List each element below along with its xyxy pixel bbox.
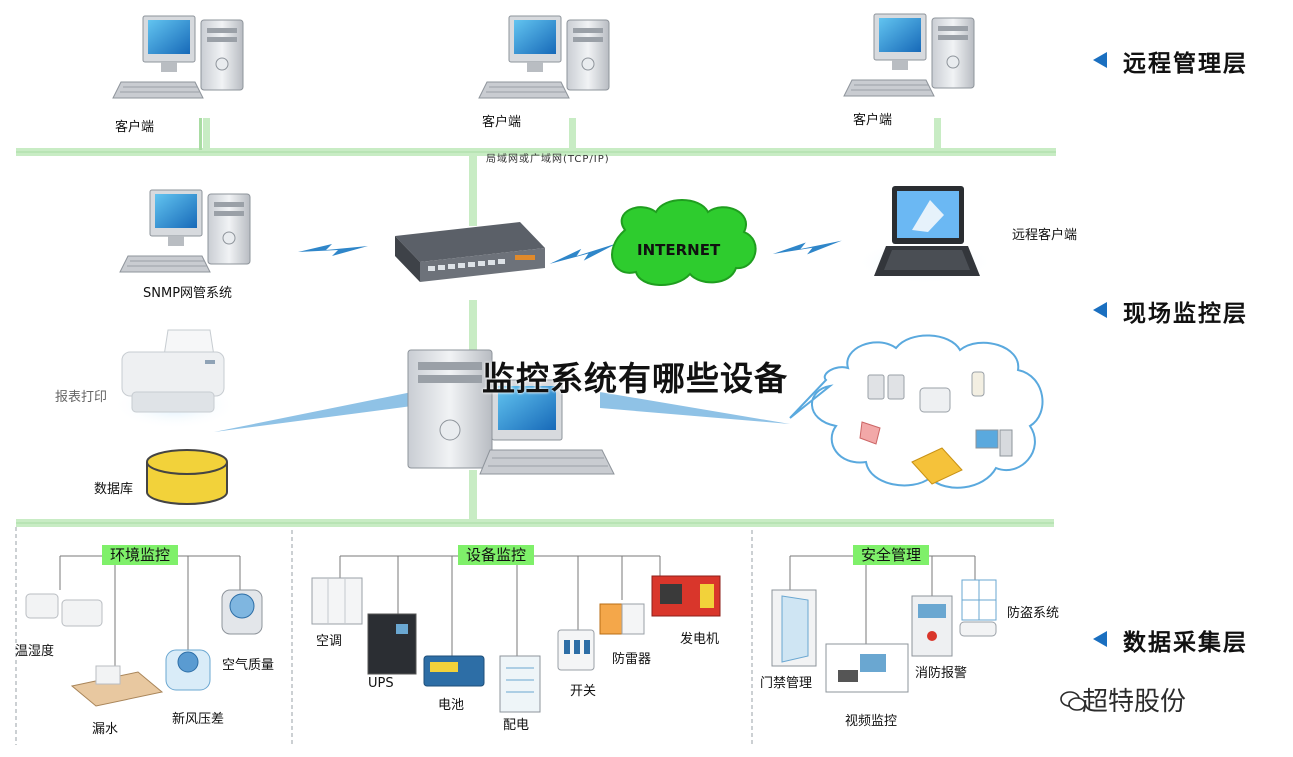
air-quality-sensor-icon [221,589,263,635]
layer-triangle-icon [1093,631,1107,647]
video-label: 视频监控 [845,714,898,729]
arrow-to-cloud-icon [600,392,790,424]
ups-label: UPS [368,676,394,691]
lightning-label: 防雷器 [612,652,652,667]
fire-alarm-panel-icon [911,595,953,657]
laptop-icon [857,186,993,284]
remote-client-label: 远程客户端 [1012,228,1078,243]
generator-icon [651,575,721,617]
burglar-label: 防盗系统 [1007,606,1060,621]
access-label: 门禁管理 [760,676,813,691]
layer-label-site: 现场监控层 [1093,294,1248,328]
lightning-arrester-icon [599,603,645,635]
snmp-computer-icon [119,189,251,273]
generator-label: 发电机 [680,632,720,647]
internet-cloud-icon [611,199,757,287]
link-bolt-snmp-icon [298,244,368,256]
layer-label-data: 数据采集层 [1093,623,1248,657]
power-label: 配电 [503,718,530,733]
group-tag-env: 环境监控 [102,545,179,565]
internet-label: INTERNET [637,241,721,259]
client-label-3: 客户端 [853,113,893,128]
wechat-icon [1060,691,1086,711]
database-cylinder-icon [146,449,228,505]
ups-icon [367,613,417,675]
layer-label-remote: 远程管理层 [1093,44,1248,78]
client-computer-1-icon [112,15,244,99]
battery-icon [423,655,485,687]
circuit-breaker-switch-icon [557,629,595,671]
fire-label: 消防报警 [915,666,968,681]
wan-bus-label: 局域网或广域网(TCP/IP) [486,154,610,165]
water-leak-sensor-icon [70,665,164,707]
link-bolt-internet-icon [548,241,619,268]
burglar-alarm-icon [959,579,997,637]
humidity-label: 温湿度 [15,644,55,659]
printer-icon [113,329,237,429]
overlay-title: 监控系统有哪些设备 [482,359,788,398]
client-computer-2-icon [478,15,610,99]
air-conditioner-icon [311,577,363,625]
watermark-text: 超特股份 [1082,687,1187,717]
air-quality-label: 空气质量 [222,658,275,673]
client-label-1: 客户端 [115,120,155,135]
monitoring-server-icon [407,349,615,475]
leak-label: 漏水 [92,722,119,737]
fresh-air-pressure-sensor-icon [165,649,211,691]
access-control-door-icon [771,589,817,667]
layer-triangle-icon [1093,52,1107,68]
group-tag-security: 安全管理 [853,545,930,565]
alarm-devices-cloud-icon [789,334,1044,489]
network-switch-icon [395,222,545,282]
snmp-label: SNMP网管系统 [143,286,233,301]
client-label-2: 客户端 [482,115,522,130]
humidity-sensor-icon [25,593,103,627]
fresh-air-label: 新风压差 [172,712,225,727]
battery-label: 电池 [438,698,465,713]
printer-label: 报表打印 [55,390,108,405]
switch-label: 开关 [570,684,597,699]
video-surveillance-icon [825,643,909,693]
link-bolt-remote-icon [772,238,843,258]
database-label: 数据库 [94,482,134,497]
ac-label: 空调 [316,634,343,649]
arrow-to-printer-icon [214,392,412,432]
group-tag-equip: 设备监控 [458,545,535,565]
power-distribution-cabinet-icon [499,655,541,713]
layer-triangle-icon [1093,302,1107,318]
client-computer-3-icon [843,13,975,97]
